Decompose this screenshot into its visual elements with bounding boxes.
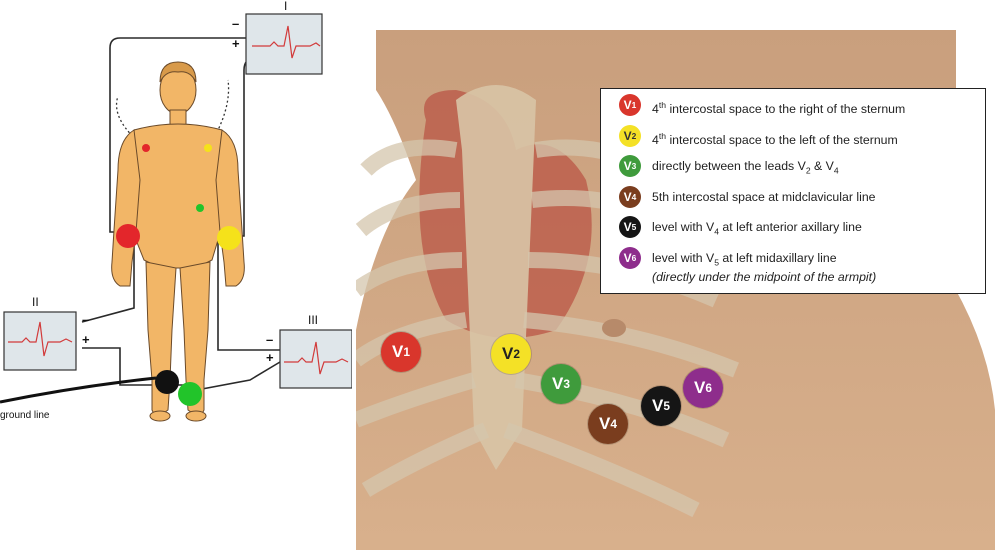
right-arm-electrode <box>116 224 140 248</box>
legend-v3-desc: directly between the leads V <box>652 159 806 173</box>
chest-dot-yellow <box>204 144 212 152</box>
electrode-v3-letter: V <box>552 374 564 393</box>
ground-label: ground line <box>0 410 50 421</box>
electrode-v1-sub: 1 <box>403 345 410 359</box>
legend-text-v6: level with V5 at left midaxillary line (d… <box>652 247 876 285</box>
legend-text-v3: directly between the leads V2 & V4 <box>652 155 839 178</box>
ground-line <box>0 376 157 404</box>
legend-v1-letter: V <box>623 98 632 112</box>
monitor-iii-label: III <box>308 313 318 327</box>
electrode-v5-sub: 5 <box>663 399 670 413</box>
electrode-v4-letter: V <box>599 414 611 433</box>
monitor-i-minus: – <box>232 16 239 31</box>
legend-text-v5: level with V4 at left anterior axillary … <box>652 216 862 239</box>
electrode-v6-letter: V <box>694 378 706 397</box>
right-leg-electrode <box>155 370 179 394</box>
legend-v3-sub: 3 <box>631 161 637 171</box>
monitor-lead-iii: III – + <box>266 313 352 389</box>
legend-v1-sub: 1 <box>631 100 637 110</box>
legend-v4-letter: V <box>623 189 632 204</box>
legend-v5-rest: at left anterior axillary line <box>719 220 862 234</box>
legend-text-v2: 4th intercostal space to the left of the… <box>652 125 898 148</box>
monitor-ii-minus: – <box>82 312 89 327</box>
monitor-lead-i: I – + <box>232 0 323 75</box>
chest-dot-red <box>142 144 150 152</box>
monitor-ii-plus: + <box>82 332 90 347</box>
legend-v6-note: (directly under the midpoint of the armp… <box>652 269 877 284</box>
electrode-v5-letter: V <box>652 396 664 415</box>
legend-v2-sup: th <box>658 130 667 141</box>
legend-v1-rest: intercostal space to the right of the st… <box>666 102 906 117</box>
legend-v6-letter: V <box>623 250 632 265</box>
left-leg-electrode <box>178 382 202 406</box>
legend-v4-sub: 4 <box>631 191 637 202</box>
legend-v2-desc: 4 <box>652 132 659 147</box>
monitor-iii-plus: + <box>266 350 274 365</box>
electrode-v4-sub: 4 <box>610 417 617 431</box>
legend-v6-rest: at left midaxillary line <box>719 250 837 265</box>
chest-dot-green <box>196 204 204 212</box>
monitor-lead-ii: II – + <box>3 295 90 371</box>
limb-lead-diagram: I – + II – + III – + ground line <box>0 0 352 422</box>
legend-v2-sub: 2 <box>631 130 637 141</box>
legend-v5-desc: level with V <box>652 220 715 234</box>
human-figure <box>111 61 245 422</box>
nipple <box>602 319 626 337</box>
legend-v1-sup: th <box>658 100 667 110</box>
legend-v2-letter: V <box>623 128 632 143</box>
legend-v6-sub: 6 <box>631 252 637 263</box>
legend-v3-letter: V <box>623 159 632 173</box>
legend-text-v1: 4th intercostal space to the right of th… <box>652 94 905 117</box>
legend-v5-sub: 5 <box>631 222 637 232</box>
legend-v5-letter: V <box>623 220 632 234</box>
legend-v3-mid: & V <box>810 159 834 173</box>
legend-v5-sub1: 4 <box>714 226 719 237</box>
legend-v2-rest: intercostal space to the left of the ste… <box>666 132 898 147</box>
electrode-v2-letter: V <box>502 344 514 363</box>
sternum <box>456 85 536 470</box>
electrode-v6-sub: 6 <box>705 381 712 395</box>
monitor-i-label: I <box>284 0 287 13</box>
electrode-v1-letter: V <box>392 342 404 361</box>
legend-v3-sub2: 4 <box>833 165 839 176</box>
legend-v6-desc: level with V <box>652 250 715 265</box>
ribs <box>356 139 739 518</box>
monitor-iii-minus: – <box>266 332 273 347</box>
legend-v6-sub1: 5 <box>714 256 719 267</box>
left-arm-electrode <box>217 226 241 250</box>
electrode-v2-sub: 2 <box>513 347 520 361</box>
electrode-v3-sub: 3 <box>563 377 570 391</box>
monitor-ii-label: II <box>32 295 39 309</box>
legend-text-v4: 5th intercostal space at midclavicular l… <box>652 189 876 204</box>
monitor-i-plus: + <box>232 36 240 51</box>
legend-v1-desc: 4 <box>652 102 659 117</box>
legend-v3-sub1: 2 <box>805 165 811 176</box>
